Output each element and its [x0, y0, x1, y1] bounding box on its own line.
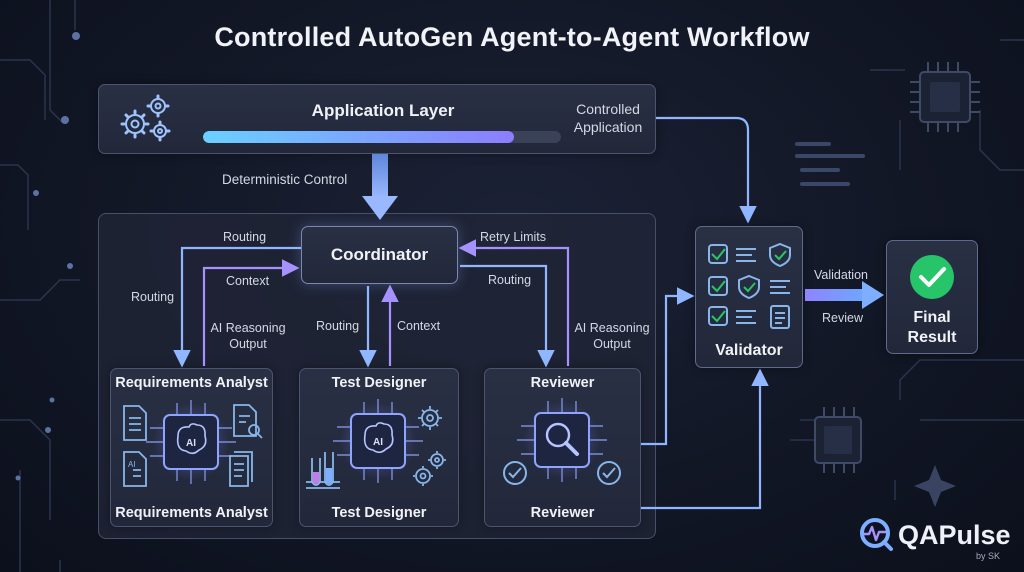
application-layer-label: Application Layer	[311, 101, 455, 120]
reviewer-footer: Reviewer	[530, 505, 595, 521]
qapulse-logo-icon	[860, 518, 893, 551]
test-designer-footer: Test Designer	[331, 505, 427, 521]
gears-icon	[120, 94, 171, 142]
test-designer-card	[299, 368, 459, 527]
reviewer-card	[484, 368, 641, 527]
edge-label-routing-left: Routing	[131, 290, 175, 304]
edge-label-context-center: Context	[397, 319, 441, 333]
requirements-analyst-card	[110, 368, 273, 527]
application-progress-bar	[203, 131, 561, 143]
requirements-analyst-footer: Requirements Analyst	[115, 505, 268, 521]
brand-byline: by SK	[976, 551, 1001, 561]
page-title: Controlled AutoGen Agent-to-Agent Workfl…	[214, 22, 810, 52]
edge-label-ai-output-right: AI Reasoning Output	[574, 321, 650, 351]
requirements-analyst-title: Requirements Analyst	[115, 375, 268, 391]
deterministic-control-label: Deterministic Control	[222, 172, 348, 187]
edge-label-routing-right: Routing	[488, 273, 532, 287]
brand-name: QAPulse	[898, 520, 1011, 550]
test-designer-title: Test Designer	[331, 375, 427, 391]
sparkle-icon	[914, 465, 956, 507]
final-result-label: Final Result	[907, 309, 957, 346]
validator-label: Validator	[715, 342, 783, 359]
edge-label-ai-output-left: AI Reasoning Output	[210, 321, 286, 351]
chip-decoration-icon	[814, 407, 862, 473]
edge-label-retry-limits: Retry Limits	[480, 230, 546, 244]
edge-label-review: Review	[822, 311, 863, 325]
edge-label-routing-center: Routing	[316, 319, 360, 333]
edge-label-context-left: Context	[226, 274, 270, 288]
coordinator-label: Coordinator	[330, 245, 429, 264]
coordinator-node	[301, 226, 458, 284]
reviewer-title: Reviewer	[530, 375, 595, 391]
edge-label-routing-top-left: Routing	[223, 230, 267, 244]
chip-decoration-icon	[910, 62, 980, 132]
controlled-application-label: Controlled Application	[573, 101, 643, 135]
edge-label-validation: Validation	[814, 268, 868, 282]
application-progress-fill	[203, 131, 515, 143]
